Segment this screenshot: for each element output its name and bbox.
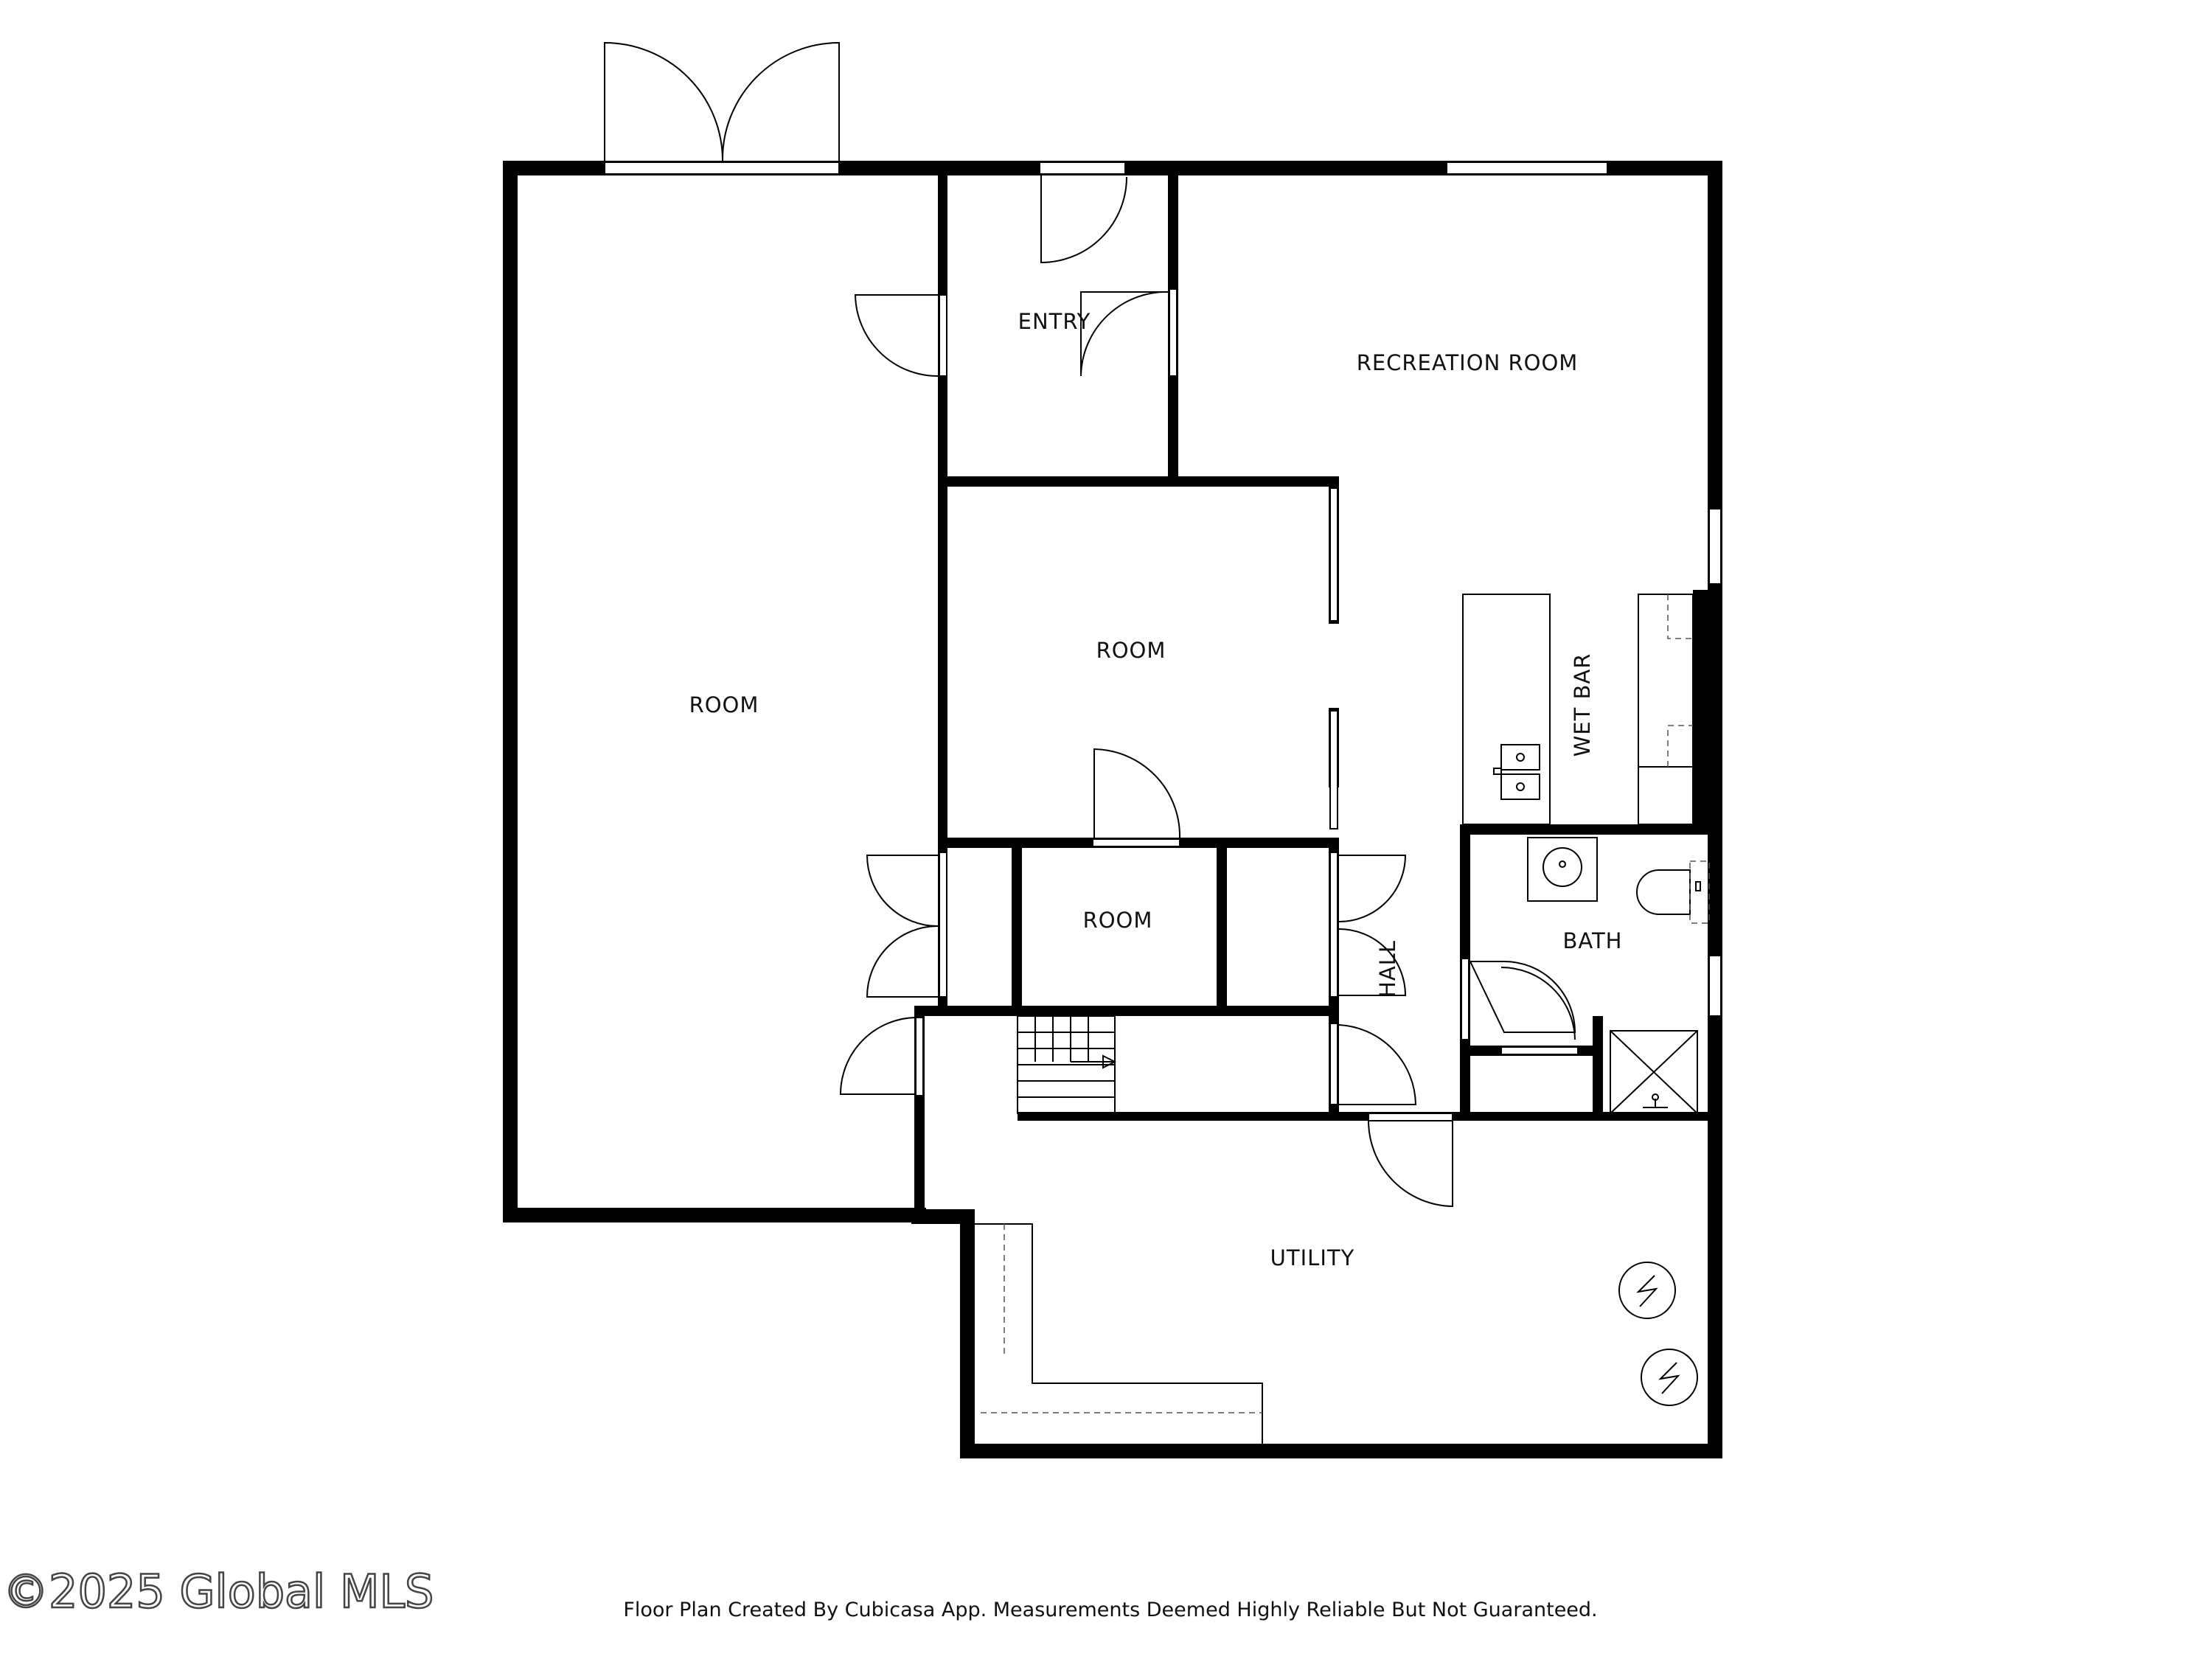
room-label-recreation-room: RECREATION ROOM	[1357, 350, 1579, 375]
fixtures	[975, 594, 1710, 1444]
room-label-utility: UTILITY	[1270, 1245, 1355, 1270]
doors	[604, 41, 1576, 1208]
water-heater-icon	[1641, 1349, 1698, 1406]
room-label-bath: BATH	[1562, 928, 1622, 953]
footer-note: Floor Plan Created By Cubicasa App. Meas…	[623, 1599, 1597, 1621]
room-label-wet-bar: WET BAR	[1570, 653, 1595, 757]
room-label-hall: HALL	[1375, 940, 1400, 998]
room-label-room-middle: ROOM	[1096, 638, 1166, 663]
room-label-room-large: ROOM	[689, 692, 759, 717]
room-labels: ENTRY RECREATION ROOM ROOM ROOM ROOM WET…	[689, 309, 1622, 1270]
room-label-room-small: ROOM	[1083, 908, 1153, 933]
stairs	[1017, 1015, 1117, 1114]
water-heater-icon	[1618, 1262, 1676, 1319]
watermark: ©2025 Global MLS	[3, 1565, 434, 1618]
windows	[604, 161, 1722, 1121]
room-label-entry: ENTRY	[1018, 309, 1091, 334]
